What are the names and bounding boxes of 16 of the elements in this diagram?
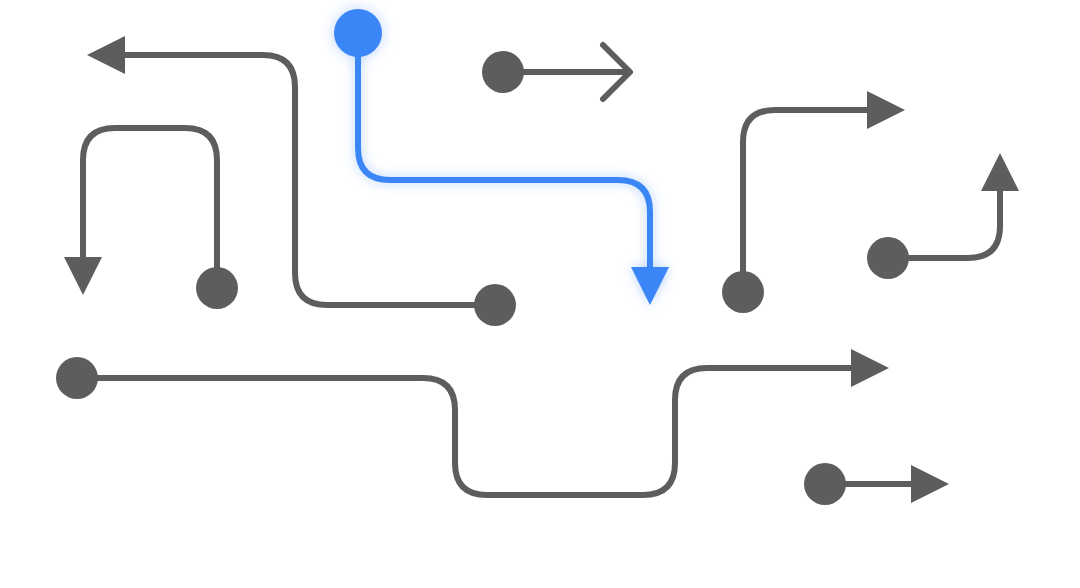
- dot: [722, 271, 764, 313]
- dot: [867, 237, 909, 279]
- arrow: [64, 125, 220, 295]
- dot: [804, 463, 846, 505]
- dot: [482, 51, 524, 93]
- arrow: [907, 153, 1019, 261]
- arrow: [87, 36, 476, 308]
- arrow: [96, 349, 889, 498]
- arrow: [740, 91, 905, 273]
- dot: [334, 9, 382, 57]
- arrow: [355, 55, 669, 305]
- dot: [56, 357, 98, 399]
- arrow: [522, 42, 633, 102]
- dot: [474, 284, 516, 326]
- arrow: [844, 465, 949, 503]
- dot: [196, 267, 238, 309]
